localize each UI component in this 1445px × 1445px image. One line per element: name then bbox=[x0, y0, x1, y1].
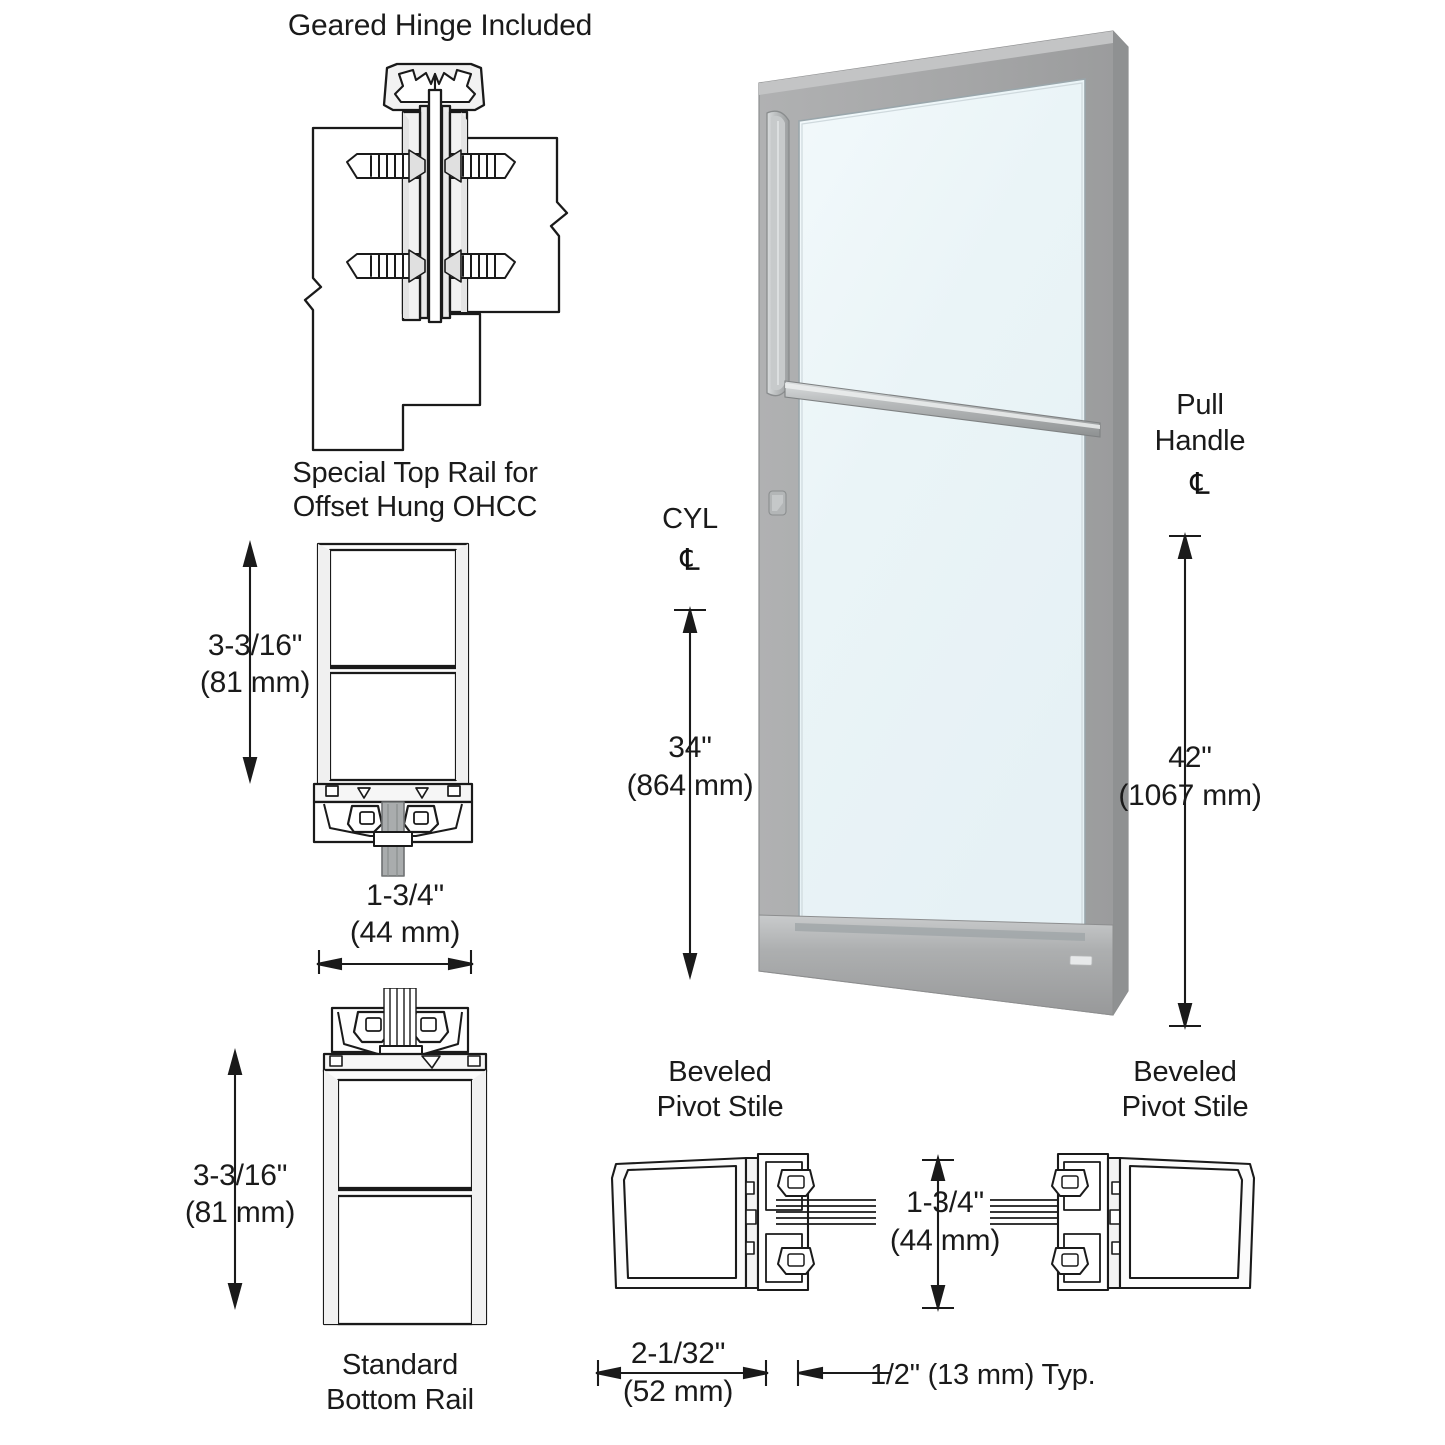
pivot-stile-left-width-dim-line2: (52 mm) bbox=[622, 1375, 734, 1408]
pivot-stile-left-cross-section-drawing bbox=[596, 1148, 876, 1313]
pivot-stile-right-caption-line2: Pivot Stile bbox=[1121, 1091, 1249, 1123]
pivot-stile-left-width-dimension-line bbox=[588, 1358, 778, 1388]
pull-handle-dimension-line bbox=[1163, 528, 1207, 1034]
top-rail-width-dimension-line bbox=[305, 948, 485, 978]
cyl-centerline-icon: ℄ bbox=[680, 544, 700, 577]
top-rail-cross-section-drawing bbox=[300, 540, 510, 880]
pivot-stile-depth-dimension-line bbox=[918, 1152, 958, 1314]
bottom-rail-cross-section-drawing bbox=[298, 988, 513, 1328]
pivot-stile-left-width-dim-line1: 2-1/32" bbox=[630, 1337, 726, 1370]
top-rail-height-dim-line1: 3-3/16" bbox=[207, 629, 303, 662]
cyl-dim-line1: 34" bbox=[668, 731, 712, 764]
special-top-rail-caption-line1: Special Top Rail for bbox=[292, 457, 538, 489]
gap-dimension-line bbox=[790, 1358, 900, 1388]
pivot-stile-left-caption-line1: Beveled bbox=[668, 1056, 772, 1088]
pull-handle-label-line1: Pull bbox=[1176, 389, 1224, 421]
bottom-rail-height-dimension-line bbox=[215, 1048, 255, 1314]
cyl-dim-line2: (864 mm) bbox=[626, 769, 754, 802]
bottom-rail-height-dim-line2: (81 mm) bbox=[184, 1196, 296, 1229]
geared-hinge-section-drawing bbox=[285, 50, 585, 460]
gap-dim-label: 1/2" (13 mm) Typ. bbox=[870, 1359, 1096, 1391]
top-rail-height-dimension-line bbox=[230, 540, 270, 790]
pull-handle-dim-line2: (1067 mm) bbox=[1118, 779, 1262, 812]
pivot-stile-left-caption-line2: Pivot Stile bbox=[656, 1091, 784, 1123]
pull-handle-dim-line1: 42" bbox=[1168, 741, 1212, 774]
top-rail-width-dim-line2: (44 mm) bbox=[349, 916, 461, 949]
pivot-stile-depth-dim-line1: 1-3/4" bbox=[906, 1186, 984, 1219]
pivot-stile-right-cross-section-drawing bbox=[990, 1148, 1270, 1313]
cyl-label: CYL bbox=[662, 503, 718, 535]
cyl-dimension-line bbox=[668, 602, 712, 984]
pull-handle-centerline-icon: ℄ bbox=[1190, 468, 1210, 501]
special-top-rail-caption-line2: Offset Hung OHCC bbox=[292, 491, 538, 523]
push-bar-geometry bbox=[784, 380, 1101, 438]
geared-hinge-title: Geared Hinge Included bbox=[287, 9, 593, 42]
pivot-stile-depth-dim-line2: (44 mm) bbox=[889, 1224, 1001, 1257]
pivot-stile-right-caption-line1: Beveled bbox=[1133, 1056, 1237, 1088]
bottom-rail-height-dim-line1: 3-3/16" bbox=[192, 1159, 288, 1192]
door-perspective-view bbox=[745, 25, 1145, 1035]
top-rail-width-dim-line1: 1-3/4" bbox=[366, 879, 444, 912]
standard-bottom-rail-caption-line2: Bottom Rail bbox=[326, 1384, 474, 1416]
pull-handle-label-line2: Handle bbox=[1154, 425, 1246, 457]
standard-bottom-rail-caption-line1: Standard bbox=[341, 1349, 459, 1381]
cylinder-lock-geometry bbox=[768, 490, 787, 516]
top-rail-height-dim-line2: (81 mm) bbox=[199, 666, 311, 699]
pull-handle-geometry bbox=[766, 110, 790, 397]
